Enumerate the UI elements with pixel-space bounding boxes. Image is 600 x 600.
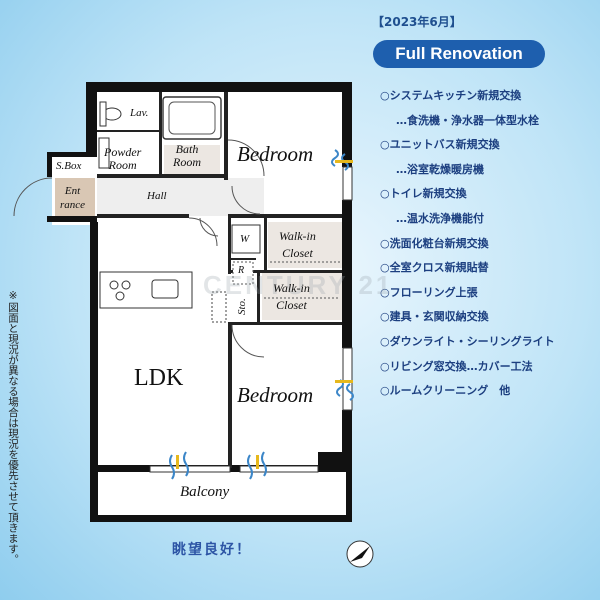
feature-item: ○ルームクリーニング 他 <box>380 384 511 398</box>
feature-item: ○システムキッチン新規交換 <box>380 89 522 102</box>
washer-space <box>231 224 261 254</box>
label-bedroom-2: Bedroom <box>237 383 314 407</box>
kitchen-sink <box>151 279 179 299</box>
hall-floor <box>97 178 264 216</box>
feature-item: ○ダウンライト・シーリングライト <box>380 335 555 348</box>
feature-item: …温水洗浄機能付 <box>396 212 484 225</box>
light-marks <box>176 160 353 469</box>
closet-rails <box>264 261 340 299</box>
bathtub <box>162 96 222 140</box>
compass <box>346 540 374 568</box>
feature-item: …食洗機・浄水器一体型水栓 <box>396 113 539 127</box>
stove-burner-2 <box>121 280 131 290</box>
label-balcony: Balcony <box>180 484 230 500</box>
bathtub-inner <box>168 101 216 135</box>
feature-item: ○全室クロス新規貼替 <box>380 261 489 275</box>
feature-item: ○ユニットバス新規交換 <box>380 138 500 152</box>
r-space <box>232 261 254 285</box>
walkin-closet-1-floor <box>268 222 346 268</box>
entrance-floor <box>55 178 95 216</box>
label-lav: Lav. <box>130 107 149 119</box>
walkin-closet-2-floor <box>262 272 346 320</box>
label-sbox: S.Box <box>56 160 82 172</box>
disclaimer-note: ※図面と現況が異なる場合は現況を優先させて頂きます。 <box>7 290 19 565</box>
label-washer: W <box>240 233 250 245</box>
windows <box>149 166 353 473</box>
label-entrance: Ent rance <box>60 185 86 211</box>
toilet-tank <box>99 101 107 127</box>
refrigerator-space <box>211 291 227 323</box>
interior-walls <box>97 92 342 468</box>
feature-item: ○トイレ新規交換 <box>380 187 467 201</box>
feature-item: ○洗面化粧台新規交換 <box>380 236 489 250</box>
label-bath-room: Bath Room <box>173 142 201 169</box>
label-walkin-closet-2: Walk-in Closet <box>273 281 310 312</box>
feature-item: ○リビング窓交換…カバー工法 <box>380 359 533 373</box>
stove-burner-1 <box>109 280 119 290</box>
watermark: CENTURY 21 <box>203 270 394 300</box>
label-walkin-closet-1: Walk-in Closet <box>279 229 316 260</box>
washbasin <box>98 137 110 169</box>
label-r: R <box>238 265 245 276</box>
label-powder-room: Powder Room <box>104 145 142 172</box>
feature-item: ○フローリング上張 <box>380 285 478 299</box>
label-ldk: LDK <box>134 365 184 391</box>
label-hall: Hall <box>147 190 167 202</box>
label-storage: Sto. <box>236 298 248 315</box>
stove-burner-3 <box>115 291 125 301</box>
bath-floor <box>164 145 220 177</box>
date-tag: 【2023年6月】 <box>372 15 462 29</box>
full-renovation-badge: Full Renovation <box>373 40 545 68</box>
feature-item: …浴室乾燥暖房機 <box>396 162 484 176</box>
label-bedroom-1: Bedroom <box>237 142 314 166</box>
feature-item: ○建具・玄関収納交換 <box>380 310 489 324</box>
good-view-text: 眺望良好！ <box>172 542 252 558</box>
door-swings <box>13 139 265 358</box>
balcony-area <box>92 470 350 518</box>
